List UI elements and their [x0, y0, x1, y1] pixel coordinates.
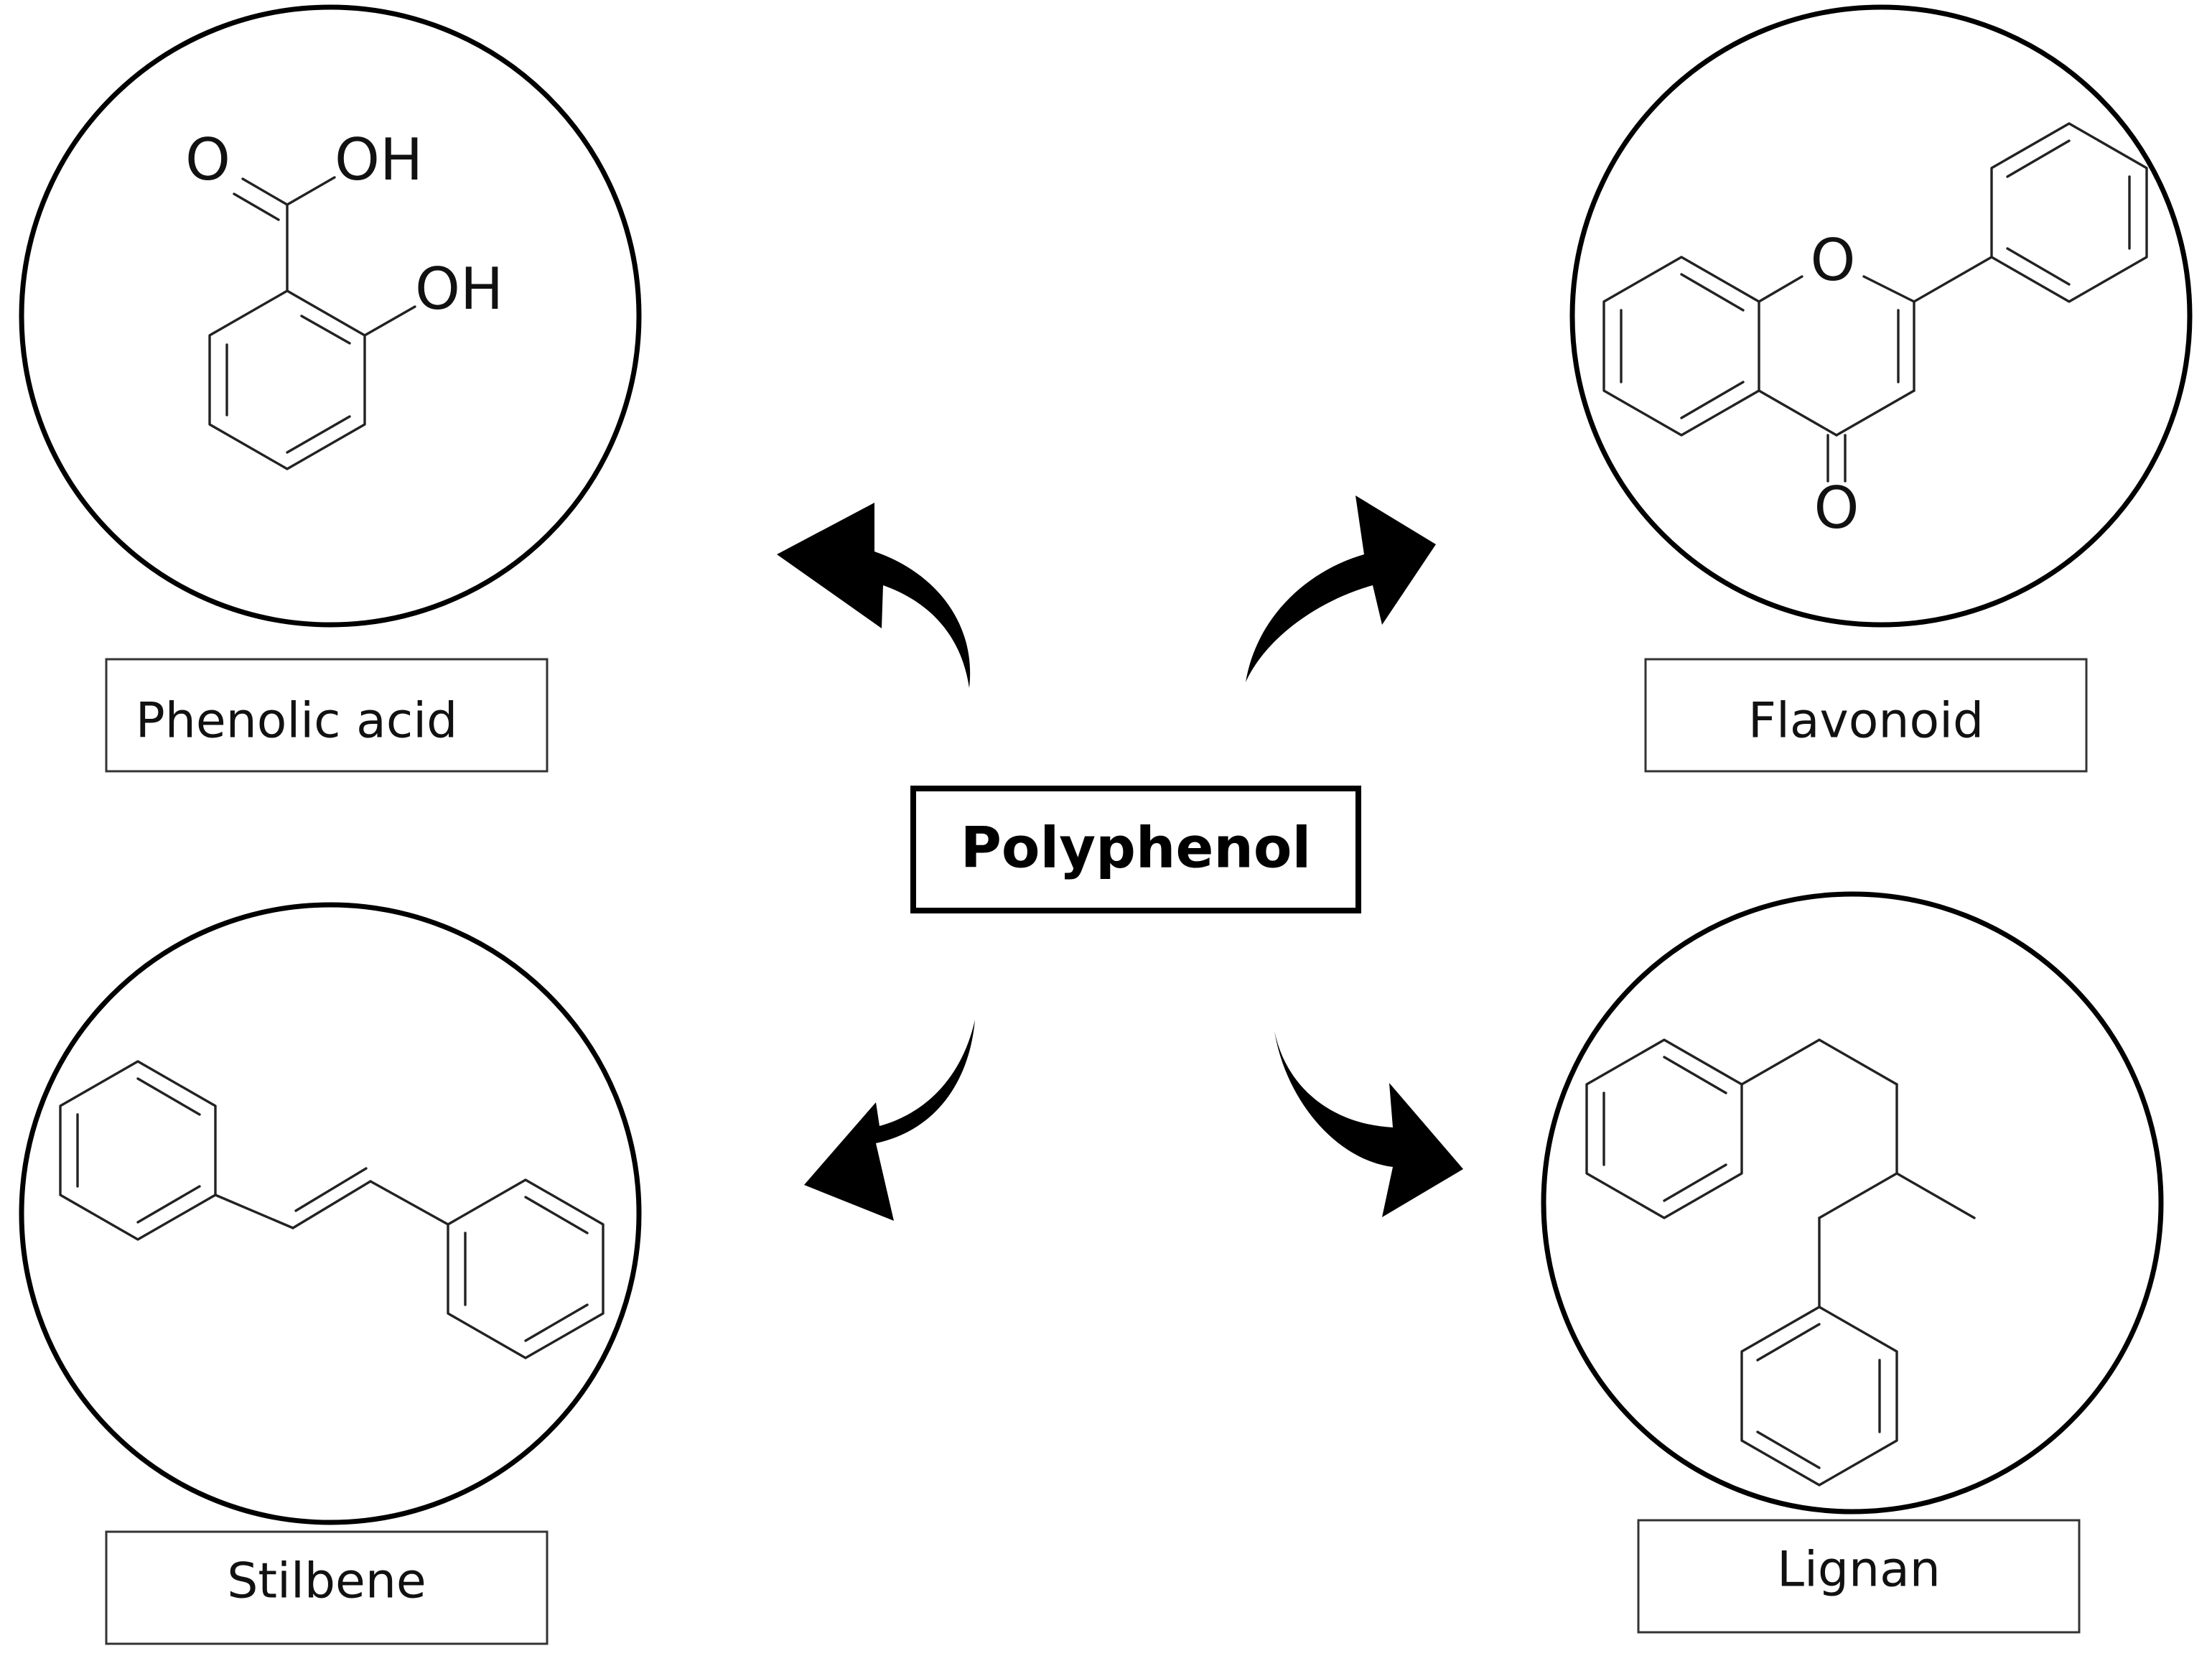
flavonoid-ring-oxygen-label: O — [1811, 227, 1856, 294]
stilbene-label: Stilbene — [227, 1553, 426, 1610]
phenolic-acid-label: Phenolic acid — [136, 693, 458, 750]
lignan-group: Lignan — [1541, 891, 2164, 1634]
flavonoid-a-ring — [1602, 256, 1760, 437]
stilbene-left-ring — [59, 1060, 217, 1241]
flavonoid-circle — [1569, 4, 2193, 628]
lignan-upper-ring — [1585, 1038, 1743, 1219]
ring-hydroxyl-label: OH — [415, 256, 503, 322]
arrow-to-phenolic-acid — [777, 503, 971, 688]
phenolic-acid-benzene-ring — [208, 289, 366, 470]
flavonoid-b-ring — [1990, 122, 2148, 303]
phenolic-acid-group: O OH OH Phenolic acid — [19, 4, 642, 773]
phenolic-acid-label-box — [105, 658, 549, 773]
carbonyl-oxygen-label: O — [185, 126, 230, 193]
flavonoid-group: O O Flavonoid — [1569, 4, 2193, 773]
stilbene-circle — [19, 902, 642, 1525]
center-node: Polyphenol — [910, 786, 1361, 913]
stilbene-label-box — [105, 1530, 549, 1645]
flavonoid-label: Flavonoid — [1748, 693, 1984, 750]
lignan-circle — [1541, 891, 2164, 1515]
polyphenol-box — [910, 786, 1361, 913]
arrow-to-flavonoid — [1246, 495, 1436, 682]
arrow-to-lignan — [1274, 1030, 1463, 1217]
lignan-structure — [1585, 1038, 1976, 1486]
stilbene-group: Stilbene — [19, 902, 642, 1645]
arrow-to-stilbene — [804, 1020, 975, 1221]
stilbene-structure — [59, 1060, 605, 1359]
flavonoid-keto-oxygen-label: O — [1814, 475, 1859, 541]
polyphenol-label: Polyphenol — [961, 816, 1311, 880]
lignan-label-box — [1637, 1519, 2081, 1634]
flavonoid-structure: O O — [1602, 122, 2148, 541]
flavonoid-label-box — [1644, 658, 2088, 773]
lignan-lower-ring — [1740, 1306, 1898, 1486]
phenolic-acid-structure: O OH OH — [185, 126, 503, 470]
acid-hydroxyl-label: OH — [335, 126, 423, 193]
stilbene-right-ring — [447, 1178, 605, 1359]
lignan-label: Lignan — [1777, 1542, 1941, 1599]
phenolic-acid-circle — [19, 4, 642, 628]
